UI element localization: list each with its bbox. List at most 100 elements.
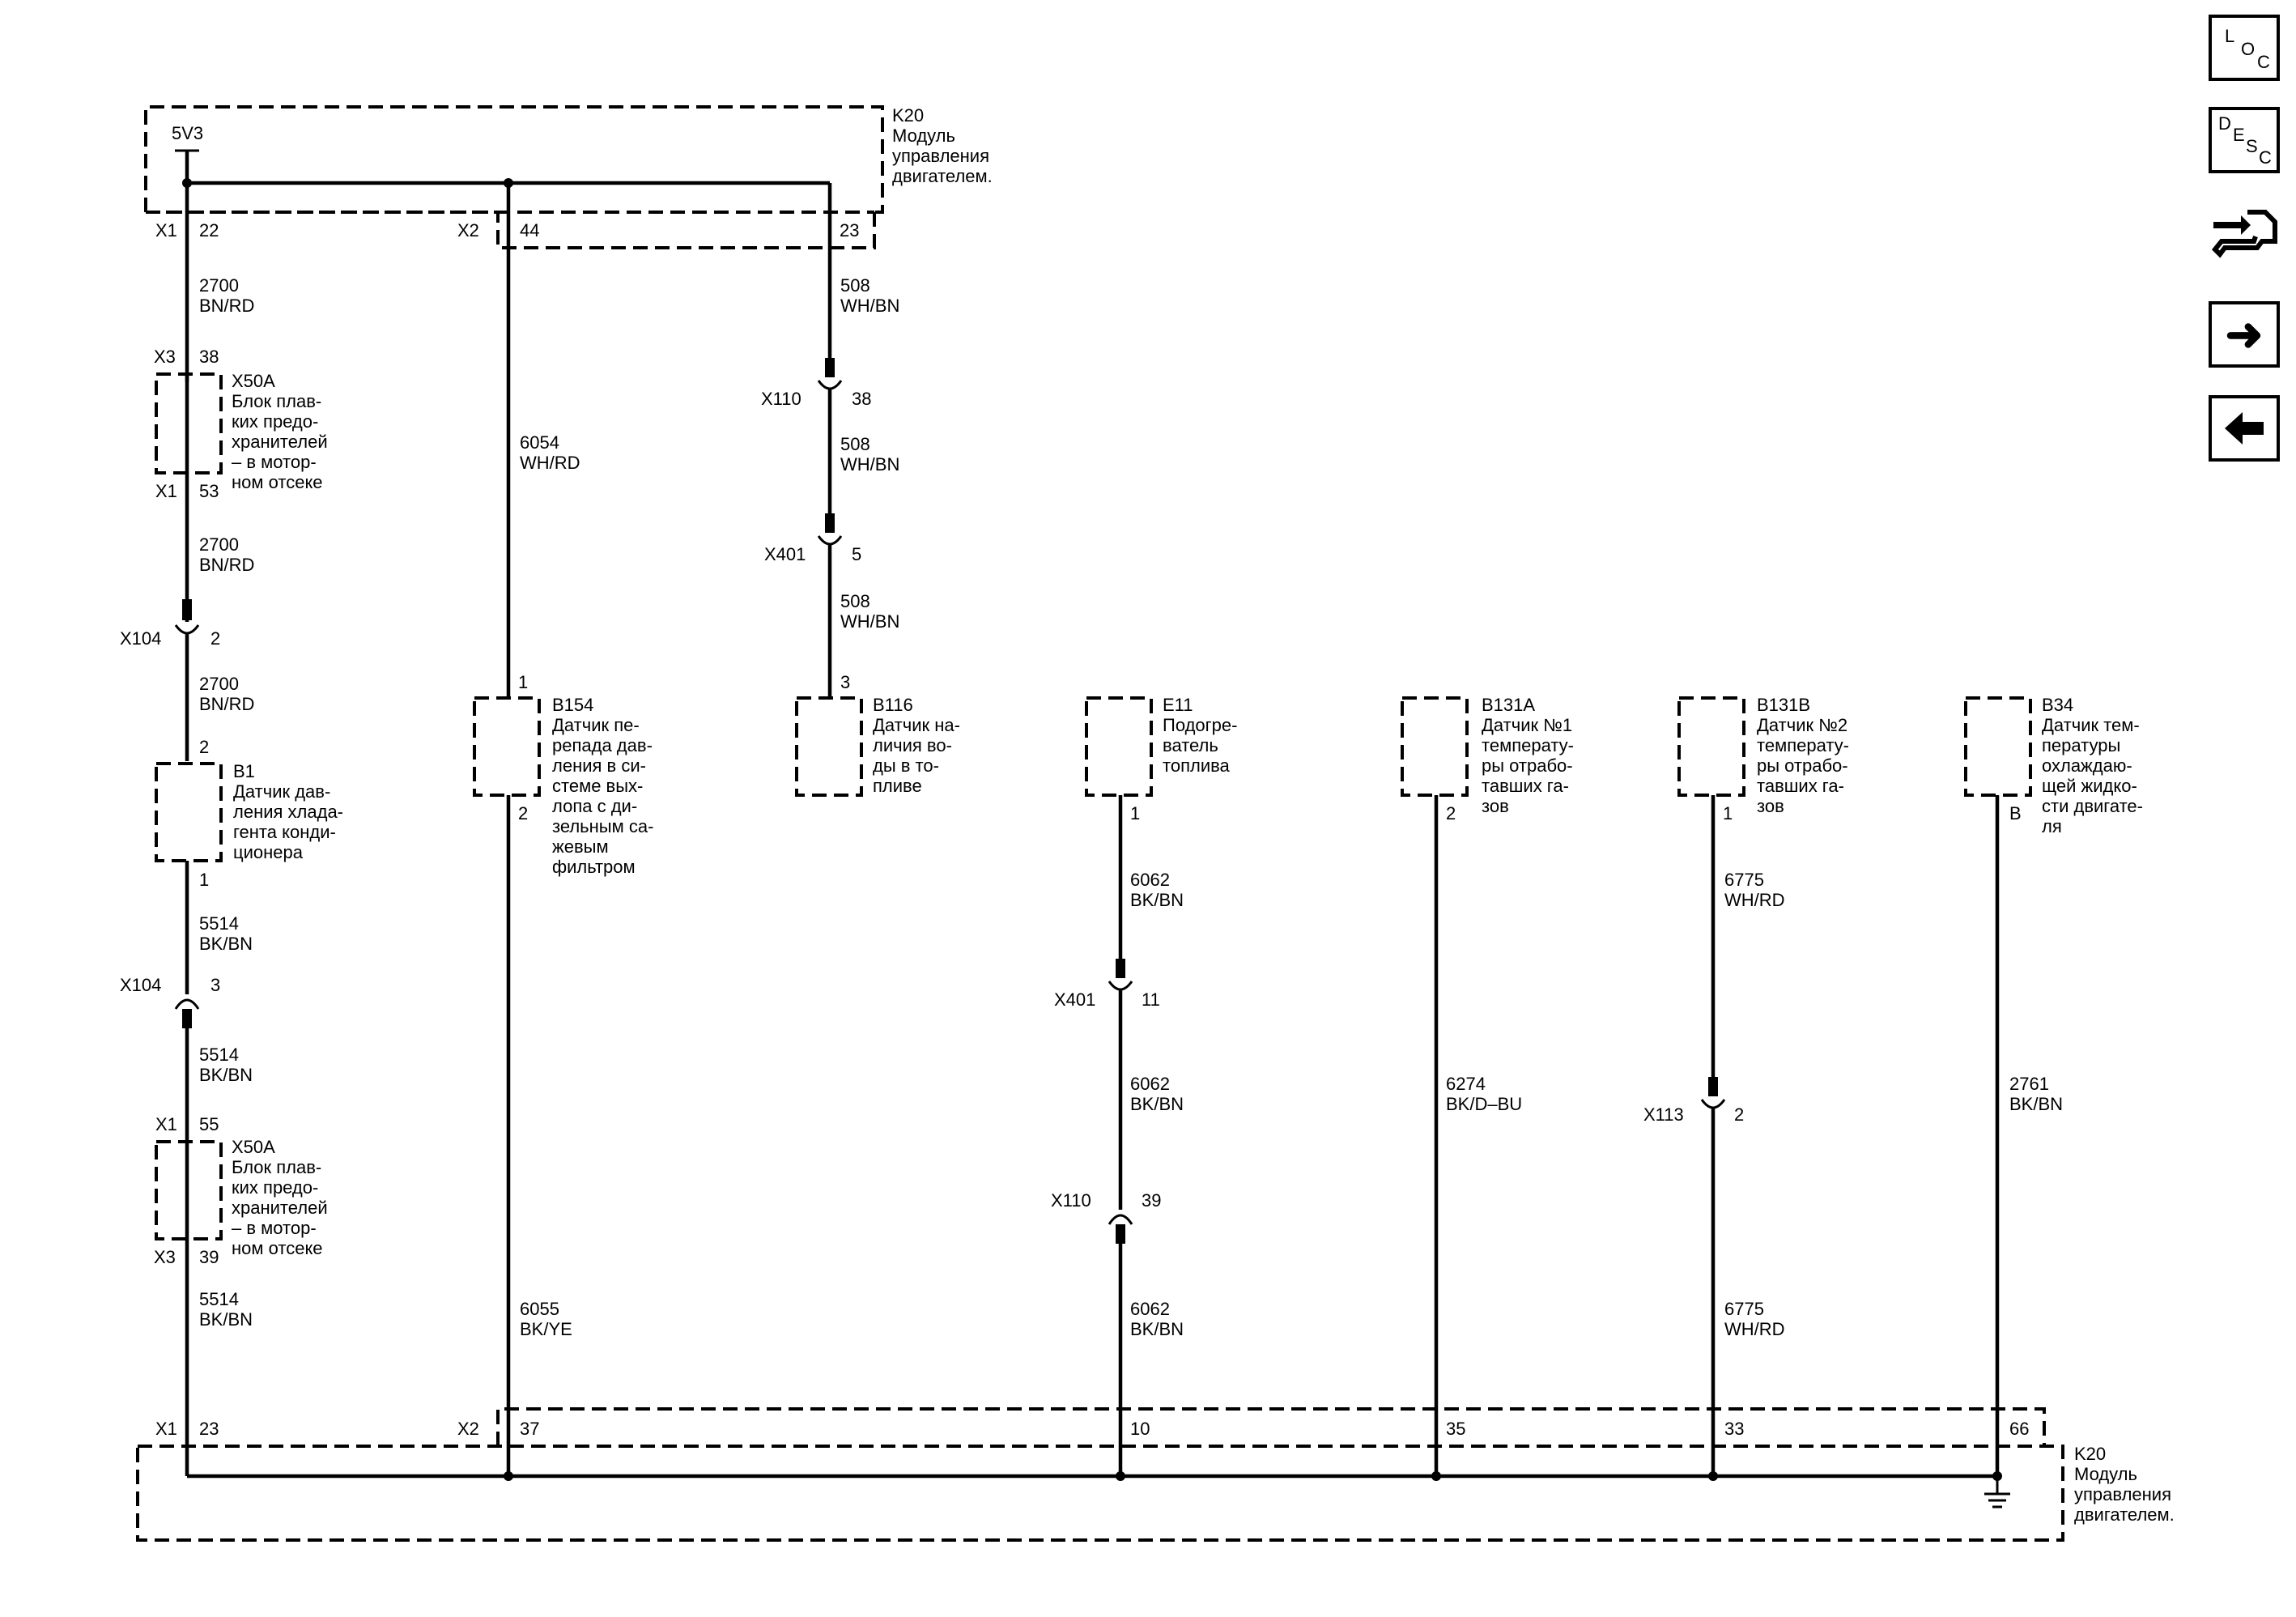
wire-6054-circuit: 6054 (520, 432, 559, 453)
b154-pin-top: 1 (518, 672, 528, 692)
x401-b-id: X401 (1054, 989, 1095, 1010)
wire-2700-c-color: BN/RD (199, 694, 254, 714)
loc-letter-o: O (2241, 39, 2256, 59)
wire-5514-b-color: BK/BN (199, 1065, 253, 1085)
wire-6775-b-color: WH/RD (1724, 1319, 1785, 1339)
module-bottom-pin-35: 35 (1446, 1419, 1465, 1439)
b154-name-6: зельным са- (552, 816, 653, 836)
b154-name-1: Датчик пе- (552, 715, 640, 735)
module-bottom-pin-10: 10 (1130, 1419, 1150, 1439)
wire-2700-a-circuit: 2700 (199, 275, 239, 296)
x401-b-pin: 11 (1142, 989, 1160, 1010)
x104-b-id: X104 (120, 975, 161, 995)
fuse2-name-4: – в мотор- (232, 1218, 317, 1238)
module-top-pin-23: 23 (840, 220, 859, 240)
b154-name-4: стеме вых- (552, 776, 643, 796)
b154-name-2: репада дав- (552, 735, 653, 755)
b154-name-7: жевым (552, 836, 609, 857)
ground-icon (1984, 1476, 2010, 1508)
wire-6054-color: WH/RD (520, 453, 580, 473)
e11-name-2: ватель (1163, 735, 1218, 755)
circuit-column-2: 6054 WH/RD 1 2 B154 Датчик пе- репада да… (473, 183, 653, 1476)
fuse1-name-5: ном отсеке (232, 472, 323, 492)
module-bottom-pin-33: 33 (1724, 1419, 1744, 1439)
b131a-name-5: зов (1482, 796, 1509, 816)
b34-name-4: щей жидко- (2042, 776, 2137, 796)
b131a-id: B131A (1482, 695, 1535, 715)
module-top-id: K20 (892, 105, 924, 126)
b1-id: B1 (233, 761, 255, 781)
wire-6062-a-circuit: 6062 (1130, 870, 1170, 890)
circuit-column-3: 508 WH/BN X110 38 508 WH/BN X401 5 508 W… (761, 183, 960, 797)
module-top: K20 Модуль управления двигателем. 5V3 X1… (144, 105, 993, 249)
wire-5514-c-circuit: 5514 (199, 1289, 239, 1309)
x104-a-pin: 2 (210, 628, 220, 649)
connector-tool-icon (2211, 210, 2277, 258)
b34-name-6: ля (2042, 816, 2062, 836)
desc-letter-e: E (2233, 125, 2245, 145)
x401-a-pin: 5 (852, 544, 861, 564)
wire-6775-a-circuit: 6775 (1724, 870, 1764, 890)
next-button[interactable]: ➜ (2209, 301, 2280, 368)
wire-508-a-circuit: 508 (840, 275, 870, 296)
loc-letter-l: L (2225, 26, 2235, 46)
b116-id: B116 (873, 695, 913, 715)
b34-name-1: Датчик тем- (2042, 715, 2140, 735)
fuse2-top-conn: X1 (155, 1114, 177, 1134)
desc-button[interactable]: D E S C (2209, 107, 2280, 173)
wire-6055-circuit: 6055 (520, 1299, 559, 1319)
b1-pin-bottom: 1 (199, 870, 209, 890)
b34-name-5: сти двигате- (2042, 796, 2143, 816)
fuse2-bottom-pin: 39 (199, 1247, 219, 1267)
module-top-x2: X2 (457, 220, 479, 240)
module-bottom-pin-66: 66 (2009, 1419, 2029, 1439)
desc-letter-s: S (2246, 136, 2258, 156)
wire-5514-b-circuit: 5514 (199, 1045, 239, 1065)
e11-name-3: топлива (1163, 755, 1231, 776)
circuit-column-4: E11 Подогре- ватель топлива 1 6062 BK/BN… (1051, 695, 1237, 1476)
fuse1-bottom-conn: X1 (155, 481, 177, 501)
b131b-name-5: зов (1757, 796, 1784, 816)
desc-letter-d: D (2218, 113, 2231, 134)
x113-id: X113 (1643, 1104, 1684, 1125)
wire-2761-circuit: 2761 (2009, 1074, 2049, 1094)
previous-button[interactable] (2209, 395, 2280, 462)
wire-5514-a-color: BK/BN (199, 934, 253, 954)
wire-6274-circuit: 6274 (1446, 1074, 1486, 1094)
module-bottom: K20 Модуль управления двигателем. X1 23 … (136, 1407, 2175, 1542)
module-bottom-name-2: управления (2074, 1484, 2171, 1504)
b1-pin-top: 2 (199, 737, 209, 757)
fuse2-top-pin: 55 (199, 1114, 219, 1134)
fuse2-name-2: ких предо- (232, 1177, 318, 1198)
arrow-right-icon: ➜ (2225, 309, 2264, 360)
loc-button[interactable]: L O C (2209, 15, 2280, 81)
fuse2-name-3: хранителей (232, 1198, 328, 1218)
x110-a-id: X110 (761, 389, 801, 409)
b131b-id: B131B (1757, 695, 1810, 715)
b131a-name-1: Датчик №1 (1482, 715, 1572, 735)
x104-a-id: X104 (120, 628, 161, 649)
circuit-column-5: B131A Датчик №1 температу- ры отрабо- та… (1401, 695, 1574, 1476)
module-bottom-x2-pin: 37 (520, 1419, 539, 1439)
circuit-column-7: B34 Датчик тем- пературы охлаждаю- щей ж… (1964, 695, 2143, 1476)
connector-tool-button[interactable] (2209, 201, 2280, 267)
desc-letter-c: C (2259, 147, 2272, 168)
x113-pin: 2 (1734, 1104, 1744, 1125)
arrow-left-icon (2225, 412, 2264, 445)
wire-5514-c-color: BK/BN (199, 1309, 253, 1330)
b131a-name-4: тавших га- (1482, 776, 1569, 796)
b34-name-2: пературы (2042, 735, 2120, 755)
wire-2700-c-circuit: 2700 (199, 674, 239, 694)
b154-name-5: лопа с ди- (552, 796, 637, 816)
e11-id: E11 (1163, 695, 1193, 715)
b154-id: B154 (552, 695, 593, 715)
b116-name-1: Датчик на- (873, 715, 960, 735)
module-bottom-x1-pin: 23 (199, 1419, 219, 1439)
module-bottom-id: K20 (2074, 1444, 2106, 1464)
b34-id: B34 (2042, 695, 2073, 715)
fuse1-name-1: Блок плав- (232, 391, 321, 411)
wire-6062-b-color: BK/BN (1130, 1094, 1184, 1114)
wire-2761-color: BK/BN (2009, 1094, 2063, 1114)
b1-name-2: ления хлада- (233, 802, 343, 822)
